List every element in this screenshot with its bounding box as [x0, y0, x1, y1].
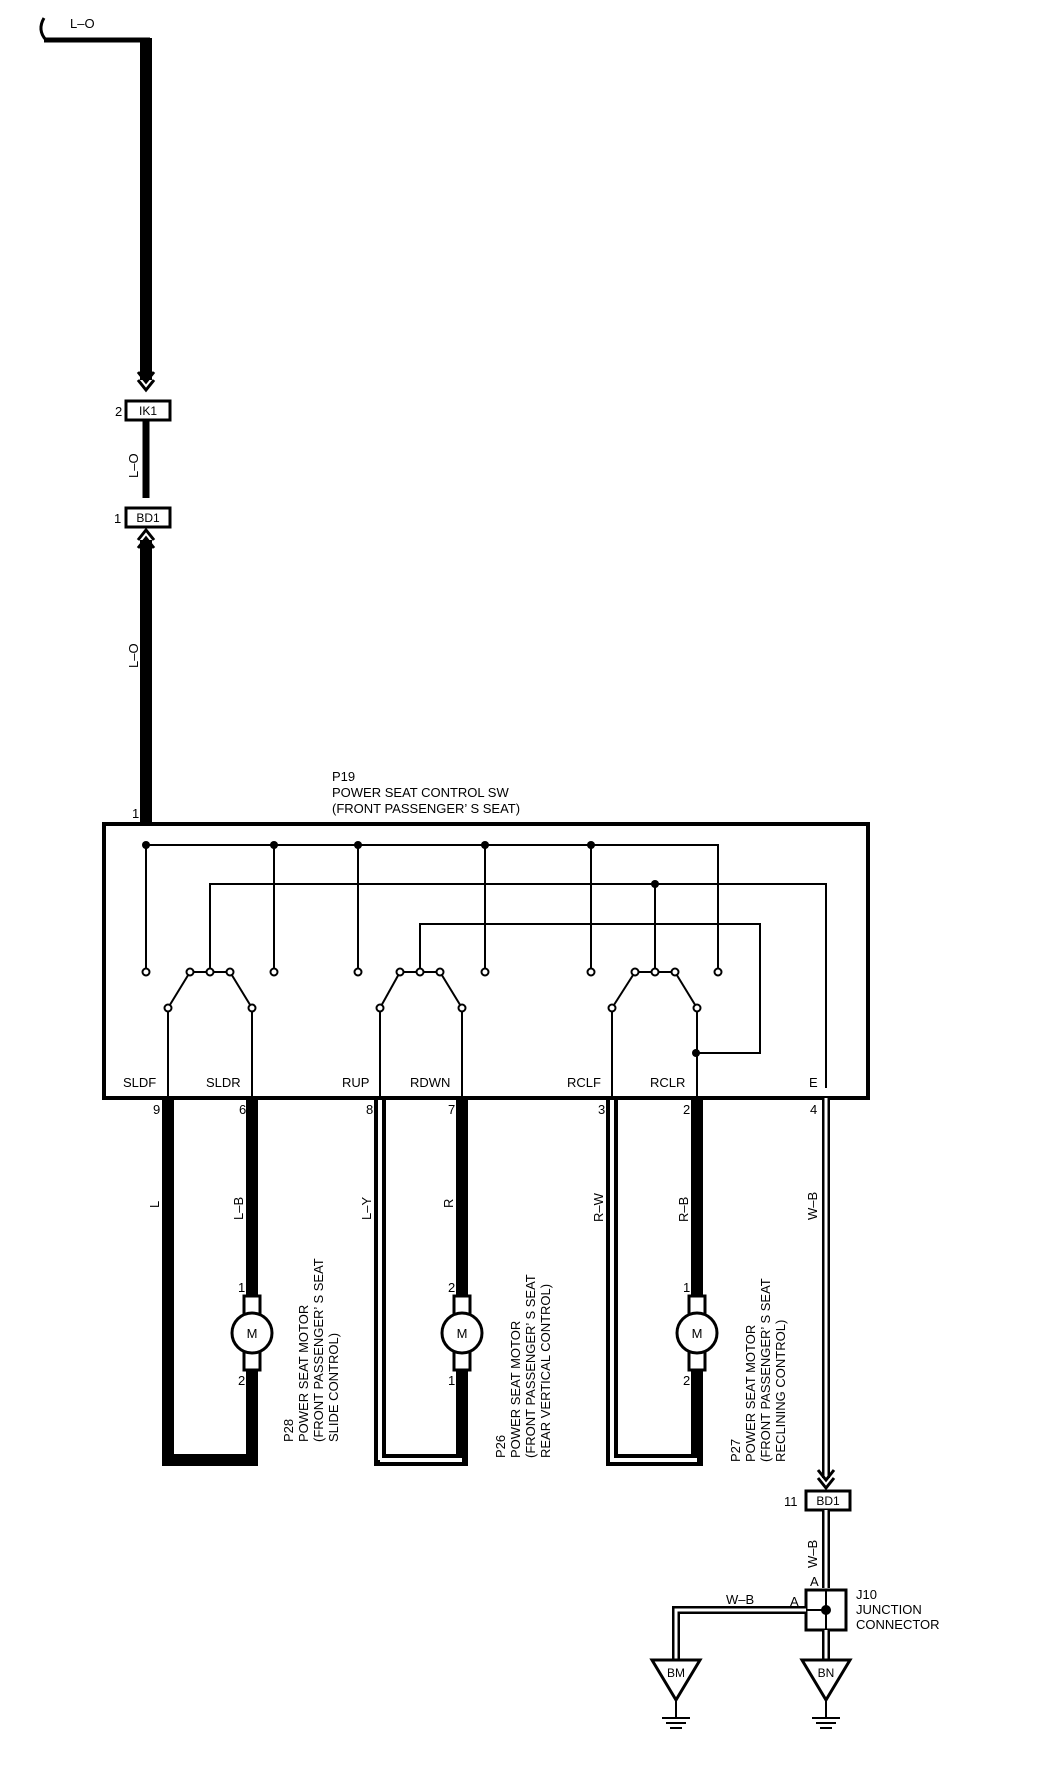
motor-p26-line1: POWER SEAT MOTOR	[508, 1321, 523, 1458]
pin-rclf: 3	[598, 1102, 605, 1117]
connector-ik1: IK1 2	[115, 399, 172, 422]
switch-code: P19	[332, 769, 355, 784]
motor-p28-symbol: M	[247, 1326, 258, 1341]
connector-bd1-top-pin: 1	[114, 511, 121, 526]
connector-bd1-bottom: BD1 11	[784, 1489, 852, 1512]
wire-label-rdwn: R	[441, 1199, 456, 1208]
wire-label-bd1-j10: W–B	[805, 1540, 820, 1568]
terminal-labels: SLDF SLDR RUP RDWN RCLF RCLR E	[123, 1075, 818, 1090]
motor-p28-pin-top: 1	[238, 1280, 245, 1295]
connector-bd1-top-label: BD1	[136, 511, 160, 525]
ground-wire-e	[816, 1098, 836, 1491]
motor-p28-line3: SLIDE CONTROL)	[326, 1333, 341, 1442]
junction-pin-left: A	[790, 1594, 799, 1609]
wire-label-top: L–O	[70, 16, 95, 31]
motor-p27-symbol: M	[692, 1326, 703, 1341]
ground-bm-label: BM	[667, 1666, 685, 1680]
connector-ik1-pin: 2	[115, 404, 122, 419]
switch-body	[102, 822, 870, 1100]
motor-p26-line2: (FRONT PASSENGER’ S SEAT	[523, 1274, 538, 1458]
wire-label-e: W–B	[805, 1192, 820, 1220]
switch-sub: (FRONT PASSENGER’ S SEAT)	[332, 801, 520, 816]
terminal-rclr: RCLR	[650, 1075, 685, 1090]
motor-desc-p28: P28 POWER SEAT MOTOR (FRONT PASSENGER’ S…	[281, 1258, 341, 1442]
motor-p28-pin-bottom: 2	[238, 1373, 245, 1388]
motor-p26-line3: REAR VERTICAL CONTROL)	[538, 1284, 553, 1458]
junction-j10: A A J10 JUNCTION CONNECTOR	[790, 1574, 940, 1632]
terminal-rclf: RCLF	[567, 1075, 601, 1090]
terminal-rup: RUP	[342, 1075, 369, 1090]
motor-p27: M 1 2	[675, 1280, 719, 1388]
motor-p26-pin-top: 2	[448, 1280, 455, 1295]
motor-p28-line1: POWER SEAT MOTOR	[296, 1305, 311, 1442]
connector-bd1-bottom-label: BD1	[816, 1494, 840, 1508]
ground-bn-label: BN	[818, 1666, 835, 1680]
switch-junction-dots	[142, 841, 700, 1057]
motor-p27-code: P27	[728, 1439, 743, 1462]
switch-name: POWER SEAT CONTROL SW	[332, 785, 509, 800]
terminal-rdwn: RDWN	[410, 1075, 450, 1090]
motor-p26: M 2 1	[440, 1280, 484, 1388]
motor-p26-pin-bottom: 1	[448, 1373, 455, 1388]
ground-bn: BN	[799, 1658, 853, 1729]
wire-label-j10-bm: W–B	[726, 1592, 754, 1607]
terminal-sldf: SLDF	[123, 1075, 156, 1090]
terminal-pins: 9 6 8 7 3 2 4	[153, 1102, 817, 1117]
junction-line2: CONNECTOR	[856, 1617, 940, 1632]
connector-bd1-top: BD1 1	[114, 506, 172, 529]
pin-sldf: 9	[153, 1102, 160, 1117]
motor-p26-symbol: M	[457, 1326, 468, 1341]
wire-label-sldf: L	[147, 1201, 162, 1208]
motor-p28-code: P28	[281, 1419, 296, 1442]
wire-label-to-switch: L–O	[126, 643, 141, 668]
junction-line1: JUNCTION	[856, 1602, 922, 1617]
motor-desc-p27: P27 POWER SEAT MOTOR (FRONT PASSENGER’ S…	[728, 1278, 788, 1462]
junction-pin-top: A	[810, 1574, 819, 1589]
terminal-sldr: SLDR	[206, 1075, 241, 1090]
feed-wire	[39, 17, 156, 825]
motor-wire-labels: L L–B L–Y R R–W R–B W–B	[147, 1192, 820, 1222]
pin-rclr: 2	[683, 1102, 690, 1117]
switch-label: P19 POWER SEAT CONTROL SW (FRONT PASSENG…	[332, 769, 520, 816]
ground-bm: BM	[649, 1658, 703, 1729]
motor-p26-code: P26	[493, 1435, 508, 1458]
terminal-e: E	[809, 1075, 818, 1090]
wire-label-rup: L–Y	[359, 1197, 374, 1220]
switch-input-pin: 1	[132, 806, 139, 821]
motor-p28-line2: (FRONT PASSENGER’ S SEAT	[311, 1258, 326, 1442]
motor-p27-pin-top: 1	[683, 1280, 690, 1295]
wire-label-sldr: L–B	[231, 1197, 246, 1220]
motor-p27-pin-bottom: 2	[683, 1373, 690, 1388]
motor-desc-p26: P26 POWER SEAT MOTOR (FRONT PASSENGER’ S…	[493, 1274, 553, 1458]
pin-e: 4	[810, 1102, 817, 1117]
wire-j10-bm	[672, 1606, 806, 1660]
pin-rdwn: 7	[448, 1102, 455, 1117]
wire-label-rclr: R–B	[676, 1197, 691, 1222]
junction-code: J10	[856, 1587, 877, 1602]
connector-ik1-label: IK1	[139, 404, 157, 418]
wire-label-ik1-bd1: L–O	[126, 453, 141, 478]
switch-contacts	[141, 967, 723, 1013]
motor-p28: M 1 2	[230, 1280, 274, 1388]
wire-label-rclf: R–W	[591, 1192, 606, 1222]
motor-p27-line3: RECLINING CONTROL)	[773, 1320, 788, 1462]
motor-p27-line1: POWER SEAT MOTOR	[743, 1325, 758, 1462]
connector-bd1-bottom-pin: 11	[784, 1494, 798, 1509]
pin-rup: 8	[366, 1102, 373, 1117]
pin-sldr: 6	[239, 1102, 246, 1117]
motor-p27-line2: (FRONT PASSENGER’ S SEAT	[758, 1278, 773, 1462]
